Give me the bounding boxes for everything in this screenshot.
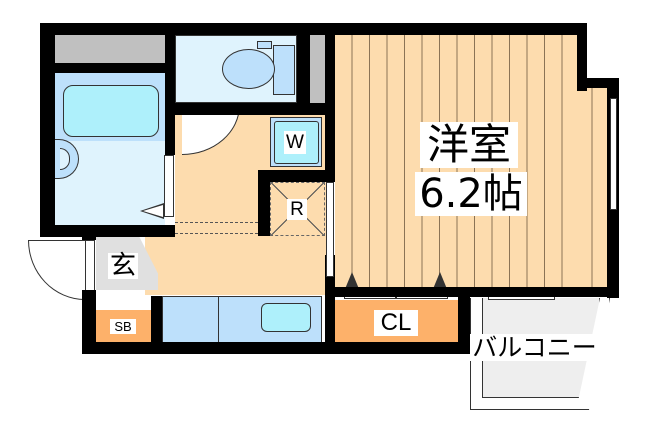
wall-top-room	[325, 23, 587, 35]
wall-bath-bottom	[40, 225, 175, 237]
wall-room-bottom	[325, 287, 619, 297]
bathroom-door-arrow-fill	[143, 205, 163, 217]
window-right[interactable]	[610, 98, 617, 210]
kitchen-counter-divider	[218, 296, 219, 343]
wall-entrance-left	[82, 290, 96, 354]
bathroom-door[interactable]	[164, 155, 174, 217]
bathtub	[63, 85, 159, 137]
wall-top	[40, 23, 338, 35]
wall-shoebox-right	[151, 296, 162, 346]
wall-toilet-right	[297, 35, 310, 105]
wall-entrance-top	[82, 225, 96, 240]
wall-fridge-left	[258, 170, 270, 236]
kitchen-sink-icon	[261, 303, 311, 332]
wall-bottom	[82, 342, 470, 354]
wall-room-right-step	[577, 78, 619, 88]
entry-door[interactable]	[28, 240, 85, 300]
refrigerator-label: R	[287, 199, 307, 220]
kitchen-floor	[145, 235, 330, 295]
toilet-tank-knob	[257, 41, 272, 49]
wall-storage-bottom	[40, 63, 165, 73]
sliding-door-room[interactable]	[326, 182, 334, 277]
washer-label: W	[284, 131, 306, 154]
western-room-name: 洋室	[420, 122, 518, 168]
wall-toilet-bottom	[175, 103, 335, 115]
shoe-box-label: SB	[110, 319, 136, 334]
closet-label: CL	[374, 310, 418, 336]
wall-bath-right	[165, 23, 175, 155]
refrigerator-space	[270, 182, 325, 236]
wall-room-right-top	[577, 23, 587, 91]
step-line	[175, 222, 263, 234]
toilet-tank	[273, 45, 295, 95]
wall-room-left-lower	[325, 255, 335, 345]
closet-door-arrow-right-icon	[433, 272, 447, 289]
wall-left	[40, 23, 55, 235]
wall-room-left	[325, 23, 335, 173]
toilet-bowl-icon	[222, 49, 275, 89]
western-room-size: 6.2帖	[415, 172, 527, 216]
wall-fridge-top	[258, 170, 335, 182]
closet-door-arrow-left-icon	[345, 272, 359, 289]
balcony-label: バルコニー	[462, 334, 607, 361]
storage-top-right	[310, 35, 325, 103]
wall-closet-right	[458, 287, 470, 352]
entrance-label: 玄	[108, 251, 138, 281]
storage-top-left	[55, 35, 165, 63]
